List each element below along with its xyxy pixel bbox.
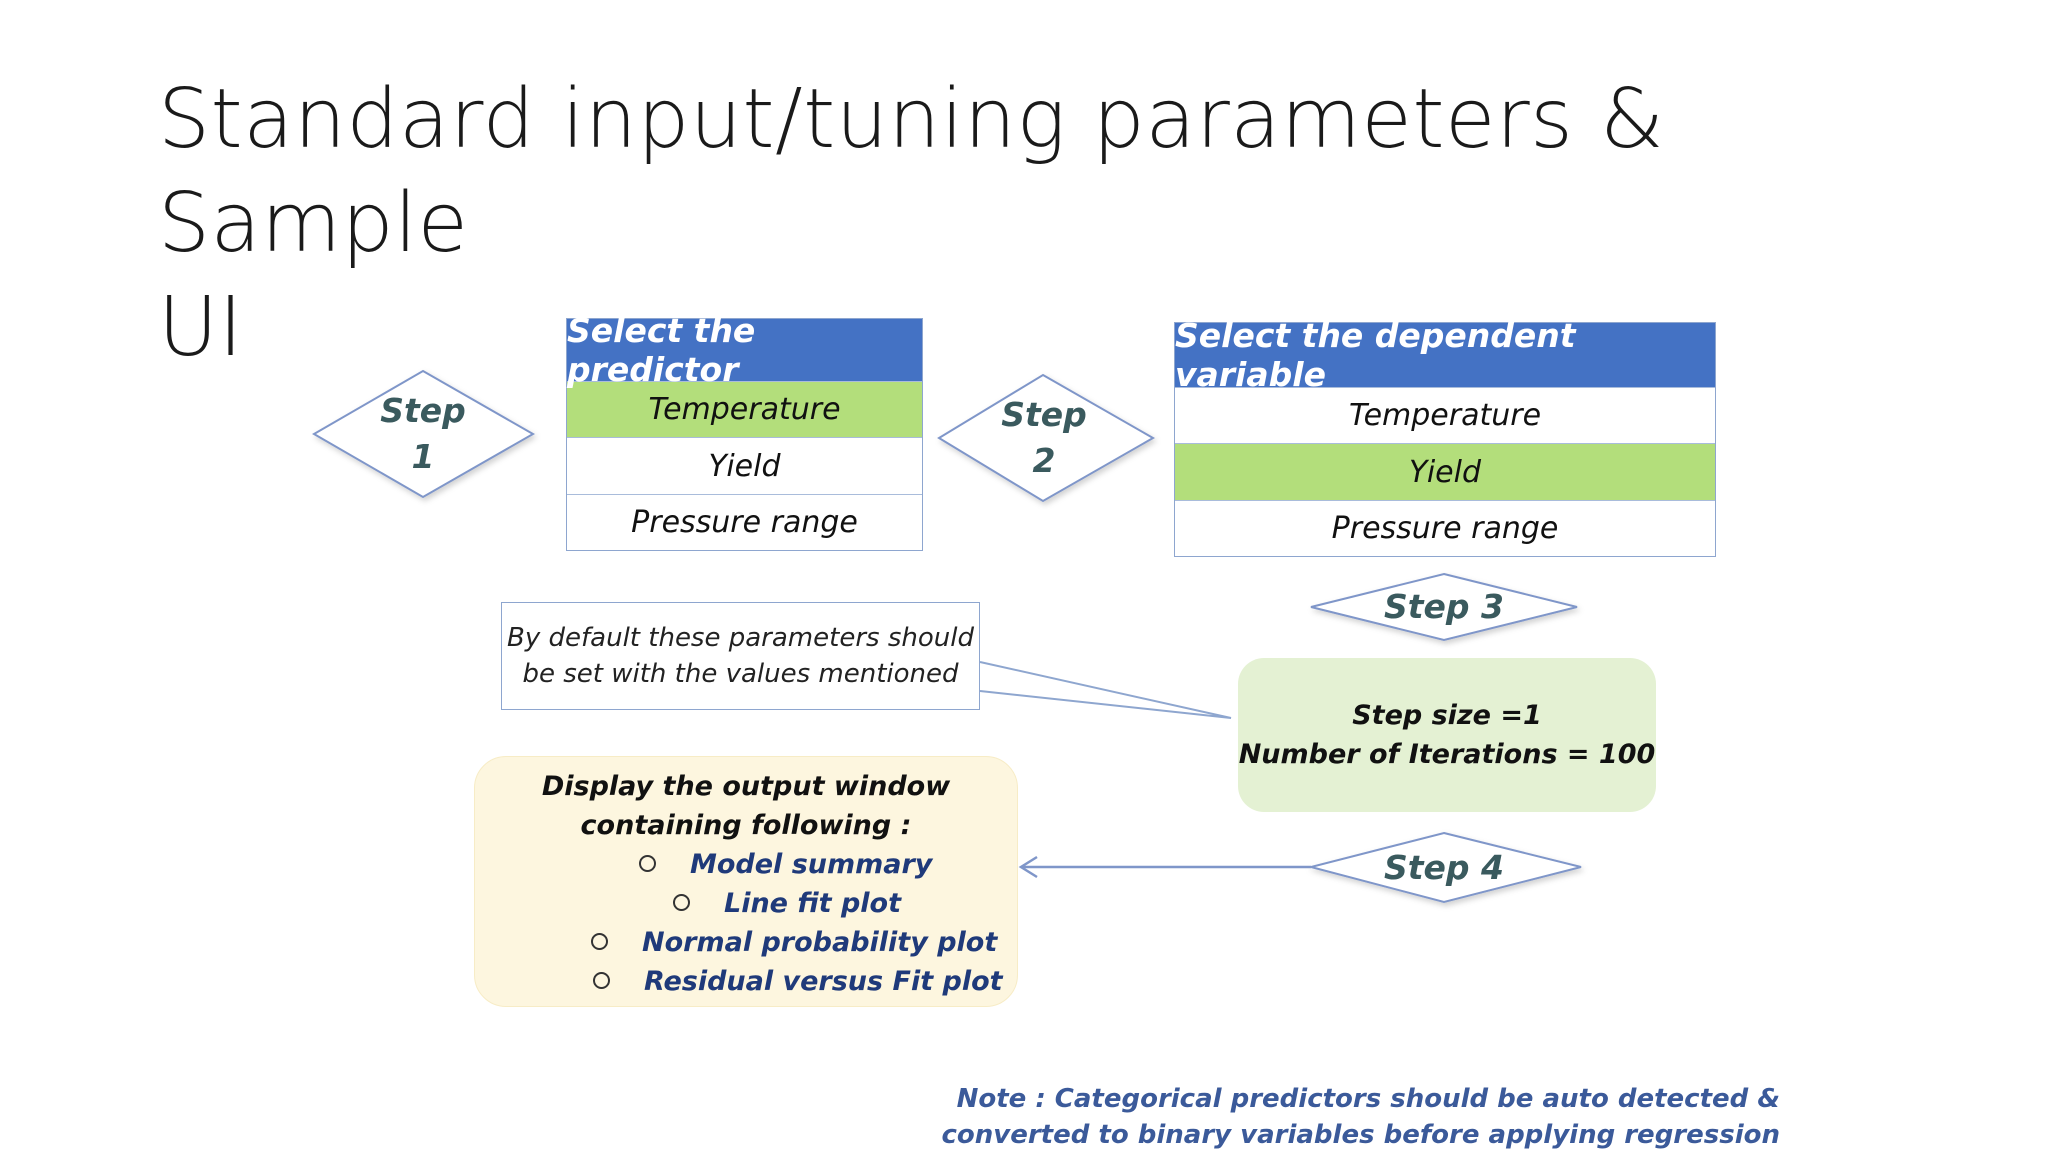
step-1-label: Step 1: [380, 391, 466, 476]
parameters-box: Step size =1 Number of Iterations = 100: [1238, 658, 1656, 812]
output-heading-line-2: containing following :: [580, 810, 912, 841]
step-2-diamond: [937, 373, 1156, 503]
step-4-label: Step 4: [1384, 848, 1504, 887]
output-item-line-fit-plot: Line fit plot: [475, 884, 1017, 923]
bullet-icon: [639, 855, 656, 872]
predictor-table: Select the predictor Temperature Yield P…: [566, 311, 923, 551]
dependent-option-yield[interactable]: Yield: [1175, 443, 1715, 500]
slide-title-line-1: Standard input/tuning parameters & Sampl…: [158, 72, 1665, 271]
slide-title-line-2: UI: [158, 280, 244, 375]
bullet-icon: [673, 894, 690, 911]
step-3-label: Step 3: [1384, 587, 1504, 626]
regression-note: Note : Categorical predictors should be …: [900, 1081, 1780, 1153]
step-size-value: Step size =1: [1352, 700, 1542, 731]
output-item-model-summary: Model summary: [475, 845, 1017, 884]
callout-line-1: By default these parameters should: [507, 623, 974, 653]
step-4-arrow-head: [1018, 855, 1038, 879]
output-item-residual-versus-fit-plot: Residual versus Fit plot: [475, 962, 1017, 1001]
step-1-diamond: [312, 369, 536, 499]
output-window-box: Display the output window containing fol…: [474, 756, 1018, 1007]
output-heading-line-1: Display the output window: [541, 771, 951, 802]
note-line-1: Note : Categorical predictors should be …: [956, 1084, 1780, 1114]
callout-pointer: [979, 661, 1232, 719]
predictor-option-temperature[interactable]: Temperature: [567, 381, 922, 437]
dependent-variable-table: Select the dependent variable Temperatur…: [1174, 316, 1716, 557]
bullet-icon: [593, 972, 610, 989]
predictor-option-yield[interactable]: Yield: [567, 437, 922, 494]
step-3-diamond: [1310, 572, 1578, 642]
dependent-option-pressure-range[interactable]: Pressure range: [1175, 500, 1715, 556]
predictor-table-header: Select the predictor: [567, 311, 922, 389]
callout-line-2: be set with the values mentioned: [522, 659, 959, 689]
slide-title: Standard input/tuning parameters & Sampl…: [158, 68, 1958, 380]
default-values-callout: By default these parameters should be se…: [501, 602, 980, 710]
bullet-icon: [591, 933, 608, 950]
predictor-option-pressure-range[interactable]: Pressure range: [567, 494, 922, 550]
output-item-normal-probability-plot: Normal probability plot: [475, 923, 1017, 962]
step-4-diamond: [1307, 831, 1582, 904]
dependent-option-temperature[interactable]: Temperature: [1175, 387, 1715, 443]
step-2-label: Step 2: [1001, 395, 1087, 480]
iterations-value: Number of Iterations = 100: [1238, 739, 1656, 770]
dependent-table-header: Select the dependent variable: [1175, 316, 1715, 394]
note-line-2: converted to binary variables before app…: [941, 1120, 1780, 1150]
